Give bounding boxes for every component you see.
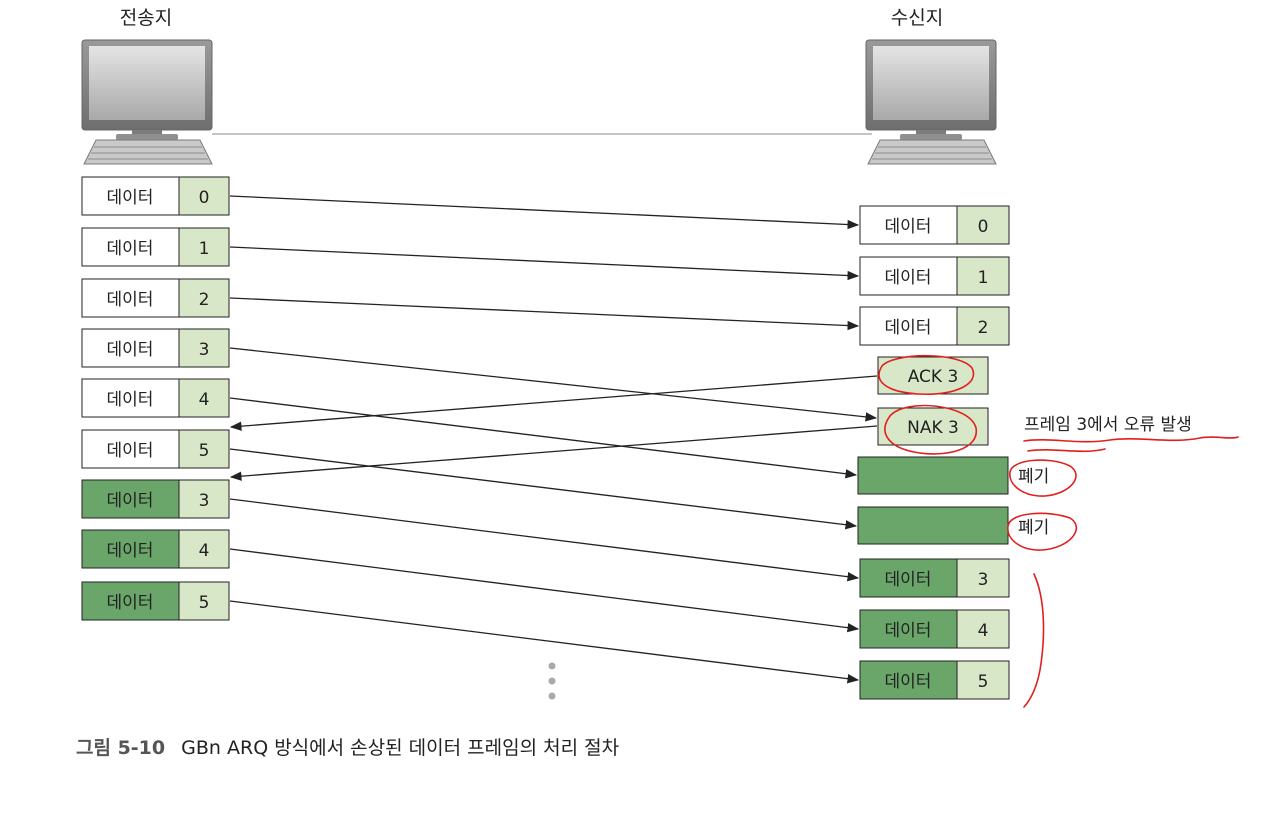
sender-frame-1: 데이터 1 [81, 227, 230, 267]
sender-frame-8-seq: 5 [199, 593, 210, 613]
receiver-frame-3: 데이터 3 [859, 558, 1010, 598]
arrow-data-5 [229, 448, 858, 530]
receiver-frame-1: 데이터 1 [859, 256, 1010, 296]
figure-number: 그림 5-10 [76, 737, 165, 759]
receiver-frame-5-seq: 5 [978, 672, 989, 692]
sender-frame-4: 데이터 4 [81, 378, 230, 418]
sender-frame-0-seq: 0 [199, 188, 210, 208]
error-wave-mark [1027, 448, 1106, 453]
sender-frame-8-label: 데이터 [107, 593, 154, 613]
handwritten-annotations [878, 354, 1239, 708]
sender-frame-7-label: 데이터 [107, 541, 154, 561]
sender-frame-8: 데이터 5 [81, 581, 230, 621]
nak-frame: NAK 3 [877, 407, 989, 446]
receiver-frame-3-label: 데이터 [885, 570, 932, 590]
sender-frame-1-label: 데이터 [107, 239, 154, 259]
sender-frame-3: 데이터 3 [81, 328, 230, 368]
sender-frame-2-seq: 2 [199, 290, 210, 310]
nak-circle-mark [884, 404, 977, 455]
arrow-resend-3 [229, 498, 860, 582]
arrow-ack [229, 375, 878, 431]
sender-frame-6-label: 데이터 [107, 491, 154, 511]
arrow-data-3 [229, 347, 878, 422]
figure-title: GBn ARQ 방식에서 손상된 데이터 프레임의 처리 절차 [181, 737, 619, 759]
sender-frame-5: 데이터 5 [81, 429, 230, 469]
discard-circle-mark-2 [1007, 512, 1077, 551]
receiver-frame-2: 데이터 2 [859, 306, 1010, 346]
discarded-frame-2 [857, 506, 1009, 545]
sender-frame-7: 데이터 4 [81, 529, 230, 569]
discard-annotation-1: 폐기 [1018, 467, 1049, 487]
sender-frame-1-seq: 1 [199, 239, 210, 259]
sender-frame-4-label: 데이터 [107, 390, 154, 410]
arrow-resend-4 [229, 548, 860, 633]
arrow-resend-5 [229, 600, 860, 684]
arrow-data-0 [229, 195, 860, 230]
nak-frame-label: NAK 3 [907, 418, 959, 438]
receiver-label: 수신지 [891, 7, 943, 29]
arrow-data-4 [229, 397, 858, 479]
receiver-frame-5-label: 데이터 [885, 672, 932, 692]
sender-frame-3-label: 데이터 [107, 340, 154, 360]
discard-annotation-2: 폐기 [1018, 518, 1049, 538]
sender-frame-5-label: 데이터 [107, 441, 154, 461]
ack-frame: ACK 3 [877, 356, 989, 395]
receiver-frame-2-label: 데이터 [885, 318, 932, 338]
resend-bracket-mark [1023, 573, 1045, 708]
discarded-frame-1 [857, 456, 1009, 495]
sender-frame-2-label: 데이터 [107, 290, 154, 310]
receiver-frame-1-seq: 1 [978, 268, 989, 288]
sender-frame-6-seq: 3 [199, 491, 210, 511]
sender-frame-3-seq: 3 [199, 340, 210, 360]
sender-computer-icon [81, 39, 213, 165]
ack-circle-mark [878, 354, 975, 395]
error-underline-mark [1023, 436, 1239, 443]
discard-circle-mark-1 [1009, 459, 1077, 497]
sender-frame-5-seq: 5 [199, 441, 210, 461]
sender-frame-0-label: 데이터 [107, 188, 154, 208]
sender-frame-2: 데이터 2 [81, 278, 230, 318]
sender-frame-6: 데이터 3 [81, 479, 230, 519]
receiver-frame-0-label: 데이터 [885, 217, 932, 237]
error-annotation: 프레임 3에서 오류 발생 [1024, 415, 1192, 435]
sender-frame-0: 데이터 0 [81, 176, 230, 216]
arrow-nak [229, 425, 878, 481]
receiver-frame-5: 데이터 5 [859, 660, 1010, 700]
receiver-frame-4-label: 데이터 [885, 621, 932, 641]
receiver-frame-3-seq: 3 [978, 570, 989, 590]
arrow-data-1 [229, 246, 860, 281]
receiver-frame-0: 데이터 0 [859, 205, 1010, 245]
receiver-frame-4-seq: 4 [978, 621, 989, 641]
ack-frame-label: ACK 3 [908, 367, 959, 387]
receiver-frame-4: 데이터 4 [859, 609, 1010, 649]
sender-frame-7-seq: 4 [199, 541, 210, 561]
receiver-frame-1-label: 데이터 [885, 268, 932, 288]
sender-frame-4-seq: 4 [199, 390, 210, 410]
receiver-frame-2-seq: 2 [978, 318, 989, 338]
continuation-dots [548, 662, 556, 700]
sender-label: 전송지 [120, 7, 172, 29]
receiver-frame-0-seq: 0 [978, 217, 989, 237]
figure-caption: 그림 5-10 GBn ARQ 방식에서 손상된 데이터 프레임의 처리 절차 [76, 737, 619, 759]
receiver-computer-icon [865, 39, 997, 165]
arrow-data-2 [229, 297, 860, 331]
